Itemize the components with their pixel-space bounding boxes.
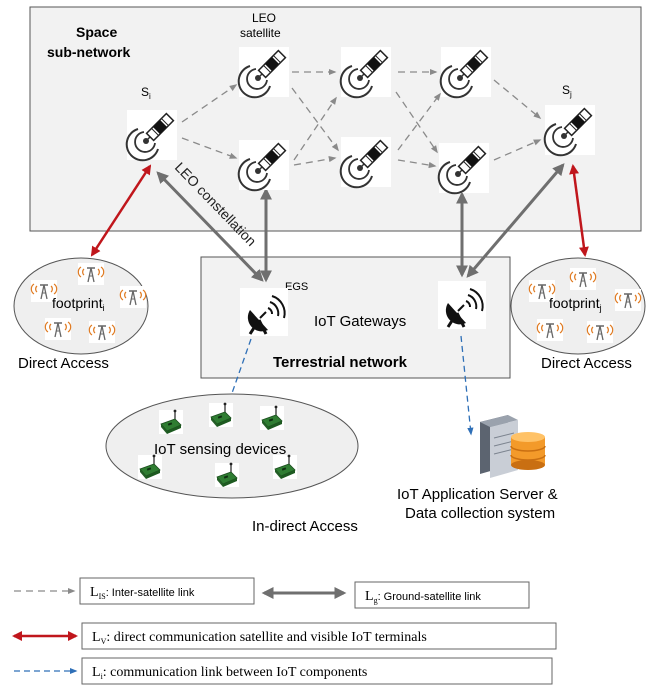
satellite-icon-si bbox=[125, 109, 178, 162]
isl-sat1-to-sat5 bbox=[291, 87, 339, 152]
server-label-line2: Data collection system bbox=[405, 505, 555, 522]
direct-access-right: Direct Access bbox=[541, 355, 632, 372]
cell-tower-icon bbox=[77, 262, 105, 286]
satellite-icon-1 bbox=[237, 46, 290, 99]
sat-label-sj: Sj bbox=[562, 83, 572, 99]
sensor-device-icon bbox=[272, 454, 298, 480]
dish-antenna-icon-egs bbox=[238, 286, 290, 338]
direct-access-left: Direct Access bbox=[18, 355, 109, 372]
cell-tower-icon bbox=[569, 267, 597, 291]
direct-link-right bbox=[569, 164, 589, 257]
sat-label-si: Si bbox=[141, 85, 151, 101]
isl-sat2-to-sat6 bbox=[395, 91, 438, 154]
leo-label-line1: LEO bbox=[252, 11, 276, 25]
satellite-icon-2 bbox=[339, 46, 392, 99]
server-label-line1: IoT Application Server & bbox=[397, 486, 558, 503]
isl-sat3-to-sj bbox=[493, 79, 542, 119]
legend-ground-satellite-box bbox=[354, 581, 530, 609]
legend-direct-box bbox=[81, 622, 557, 650]
satellite-icon-3 bbox=[439, 46, 492, 99]
footprint-label-right: footprintj bbox=[549, 295, 602, 313]
gsl-si-egs bbox=[156, 171, 264, 282]
indirect-access-label: In-direct Access bbox=[252, 518, 358, 535]
legend-inter-satellite-text: LIS: Inter-satellite link bbox=[90, 585, 195, 601]
iot-component-links bbox=[230, 335, 474, 436]
legend-iot-text: Li: communication link between IoT compo… bbox=[92, 665, 367, 681]
egs-label: EGS bbox=[285, 281, 308, 293]
sensor-device-icon bbox=[208, 402, 234, 428]
server-database-icon bbox=[480, 415, 546, 478]
iot-link-gw-server bbox=[460, 335, 474, 436]
legend-direct-text: LV: direct communication satellite and v… bbox=[92, 630, 427, 646]
cell-tower-icon bbox=[536, 318, 564, 342]
legend-inter-satellite-box bbox=[79, 577, 255, 605]
iot-gateways-label: IoT Gateways bbox=[314, 313, 406, 330]
ground-satellite-links bbox=[156, 163, 565, 283]
direct-link-left bbox=[90, 164, 152, 257]
isl-sat4-to-sat5 bbox=[293, 155, 337, 166]
footprint-label-left: footprinti bbox=[52, 295, 105, 313]
gsl-sj-gw2 bbox=[466, 163, 565, 278]
sensor-device-icon bbox=[137, 454, 163, 480]
space-title-line2: sub-network bbox=[47, 44, 130, 60]
space-title-line1: Space bbox=[76, 24, 117, 40]
isl-sat4-to-sat2 bbox=[293, 96, 337, 161]
dish-antenna-icon-gw2 bbox=[436, 279, 488, 331]
iot-link-egs-devices bbox=[230, 338, 252, 397]
satellite-icon-6 bbox=[437, 142, 490, 195]
iot-devices-label: IoT sensing devices bbox=[154, 441, 286, 458]
cell-tower-icon bbox=[88, 320, 116, 344]
direct-links bbox=[90, 164, 589, 257]
isl-si-to-sat4 bbox=[181, 137, 238, 159]
inter-satellite-links bbox=[181, 68, 542, 169]
satellite-icon-sj bbox=[543, 104, 596, 157]
isl-sat5-to-sat6 bbox=[397, 159, 437, 169]
isl-si-to-sat1 bbox=[181, 84, 238, 123]
satellite-icon-4 bbox=[237, 139, 290, 192]
satellite-icon-5 bbox=[339, 136, 392, 189]
cell-tower-icon bbox=[119, 285, 147, 309]
cell-tower-icon bbox=[586, 320, 614, 344]
sensor-device-icon bbox=[214, 462, 240, 488]
legend: LIS: Inter-satellite link Lg: Ground-sat… bbox=[12, 577, 557, 685]
cell-tower-icon bbox=[44, 317, 72, 341]
cell-tower-icon bbox=[614, 288, 642, 312]
isl-sat6-to-sj bbox=[493, 139, 542, 161]
terrestrial-network-label: Terrestrial network bbox=[273, 354, 408, 371]
legend-ground-satellite-text: Lg: Ground-satellite link bbox=[365, 589, 481, 605]
sensor-device-icon bbox=[158, 409, 184, 435]
leo-label-line2: satellite bbox=[240, 26, 281, 40]
sensor-device-icon bbox=[259, 405, 285, 431]
legend-iot-box bbox=[81, 657, 553, 685]
